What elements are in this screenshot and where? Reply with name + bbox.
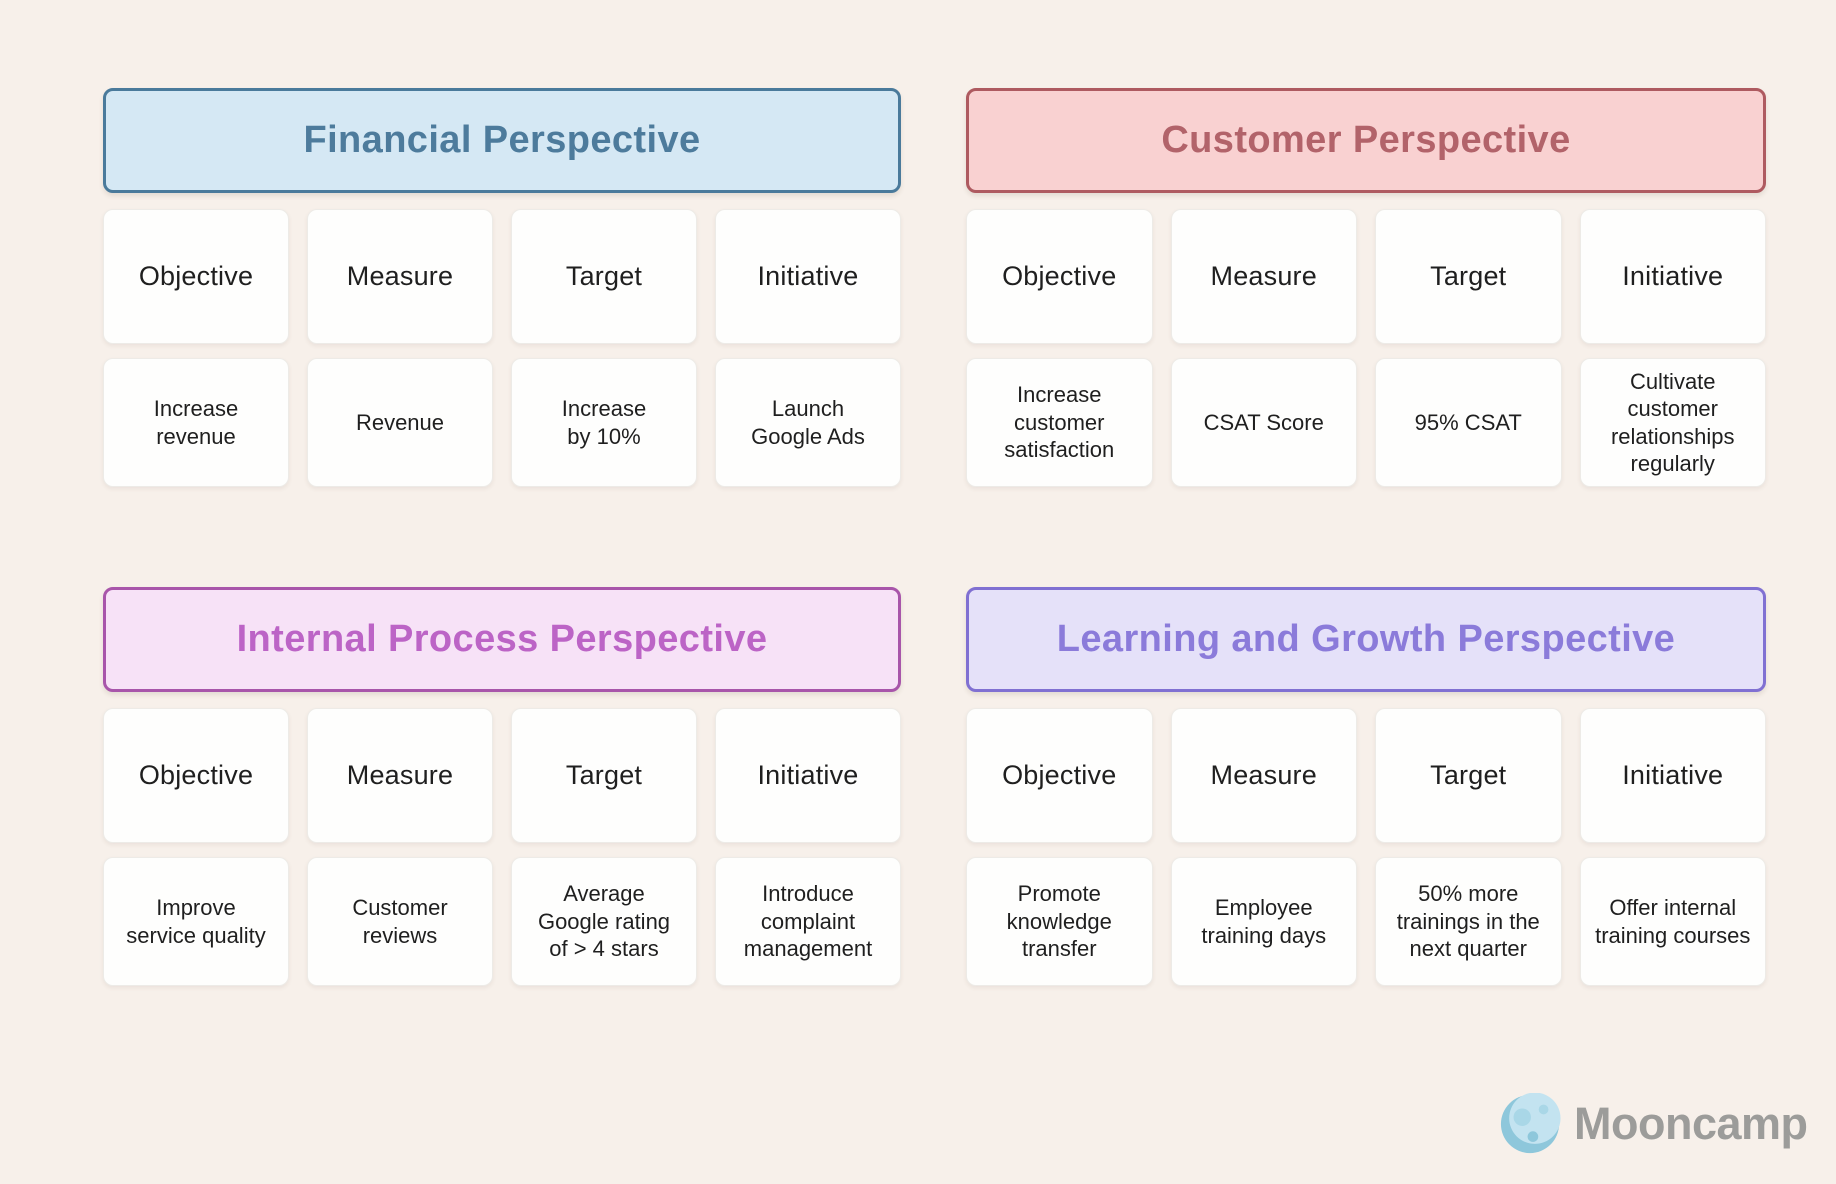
initiative-value-card: Offer internal training courses: [1579, 857, 1766, 986]
quadrant-learning-growth: Learning and Growth Perspective Objectiv…: [966, 587, 1766, 986]
target-value-card: Average Google rating of > 4 stars: [511, 857, 697, 986]
column-header-target: Target: [511, 209, 697, 344]
quadrant-title: Customer Perspective: [1161, 119, 1571, 161]
column-header-objective: Objective: [966, 708, 1153, 843]
column-header-initiative: Initiative: [715, 209, 901, 344]
target-value-card: 50% more trainings in the next quarter: [1375, 857, 1562, 986]
quadrant-title: Learning and Growth Perspective: [1056, 618, 1676, 660]
column-header-measure: Measure: [307, 708, 493, 843]
mooncamp-logo: Mooncamp: [1499, 1093, 1808, 1155]
column-header-measure: Measure: [307, 209, 493, 344]
objective-value-card: Promote knowledge transfer: [966, 857, 1153, 986]
measure-value-card: CSAT Score: [1170, 358, 1357, 487]
financial-perspective-header: Financial Perspective: [103, 88, 901, 193]
target-value-card: Increase by 10%: [511, 358, 697, 487]
target-value-card: 95% CSAT: [1375, 358, 1562, 487]
mooncamp-wordmark: Mooncamp: [1574, 1098, 1808, 1149]
column-header-target: Target: [1375, 209, 1562, 344]
measure-value-card: Customer reviews: [307, 857, 493, 986]
quadrant-financial: Financial Perspective Objective Measure …: [103, 88, 901, 487]
objective-value-card: Increase customer satisfaction: [966, 358, 1153, 487]
column-header-initiative: Initiative: [715, 708, 901, 843]
column-header-measure: Measure: [1170, 708, 1357, 843]
objective-value-card: Increase revenue: [103, 358, 289, 487]
customer-grid: Objective Measure Target Initiative Incr…: [966, 209, 1766, 487]
column-header-objective: Objective: [103, 209, 289, 344]
column-header-target: Target: [511, 708, 697, 843]
quadrant-title: Internal Process Perspective: [236, 618, 768, 660]
column-header-initiative: Initiative: [1579, 708, 1766, 843]
scorecard-board: Financial Perspective Objective Measure …: [103, 88, 1766, 986]
financial-grid: Objective Measure Target Initiative Incr…: [103, 209, 901, 487]
column-header-objective: Objective: [103, 708, 289, 843]
column-header-measure: Measure: [1170, 209, 1357, 344]
internal-process-perspective-header: Internal Process Perspective: [103, 587, 901, 692]
moon-icon: [1500, 1093, 1561, 1154]
column-header-target: Target: [1375, 708, 1562, 843]
quadrant-internal-process: Internal Process Perspective Objective M…: [103, 587, 901, 986]
customer-perspective-header: Customer Perspective: [966, 88, 1766, 193]
initiative-value-card: Launch Google Ads: [715, 358, 901, 487]
measure-value-card: Employee training days: [1170, 857, 1357, 986]
quadrant-title: Financial Perspective: [303, 119, 701, 161]
column-header-initiative: Initiative: [1579, 209, 1766, 344]
internal-process-grid: Objective Measure Target Initiative Impr…: [103, 708, 901, 986]
objective-value-card: Improve service quality: [103, 857, 289, 986]
measure-value-card: Revenue: [307, 358, 493, 487]
initiative-value-card: Cultivate customer relationships regular…: [1579, 358, 1766, 487]
learning-growth-perspective-header: Learning and Growth Perspective: [966, 587, 1766, 692]
column-header-objective: Objective: [966, 209, 1153, 344]
quadrant-customer: Customer Perspective Objective Measure T…: [966, 88, 1766, 487]
learning-growth-grid: Objective Measure Target Initiative Prom…: [966, 708, 1766, 986]
initiative-value-card: Introduce complaint management: [715, 857, 901, 986]
